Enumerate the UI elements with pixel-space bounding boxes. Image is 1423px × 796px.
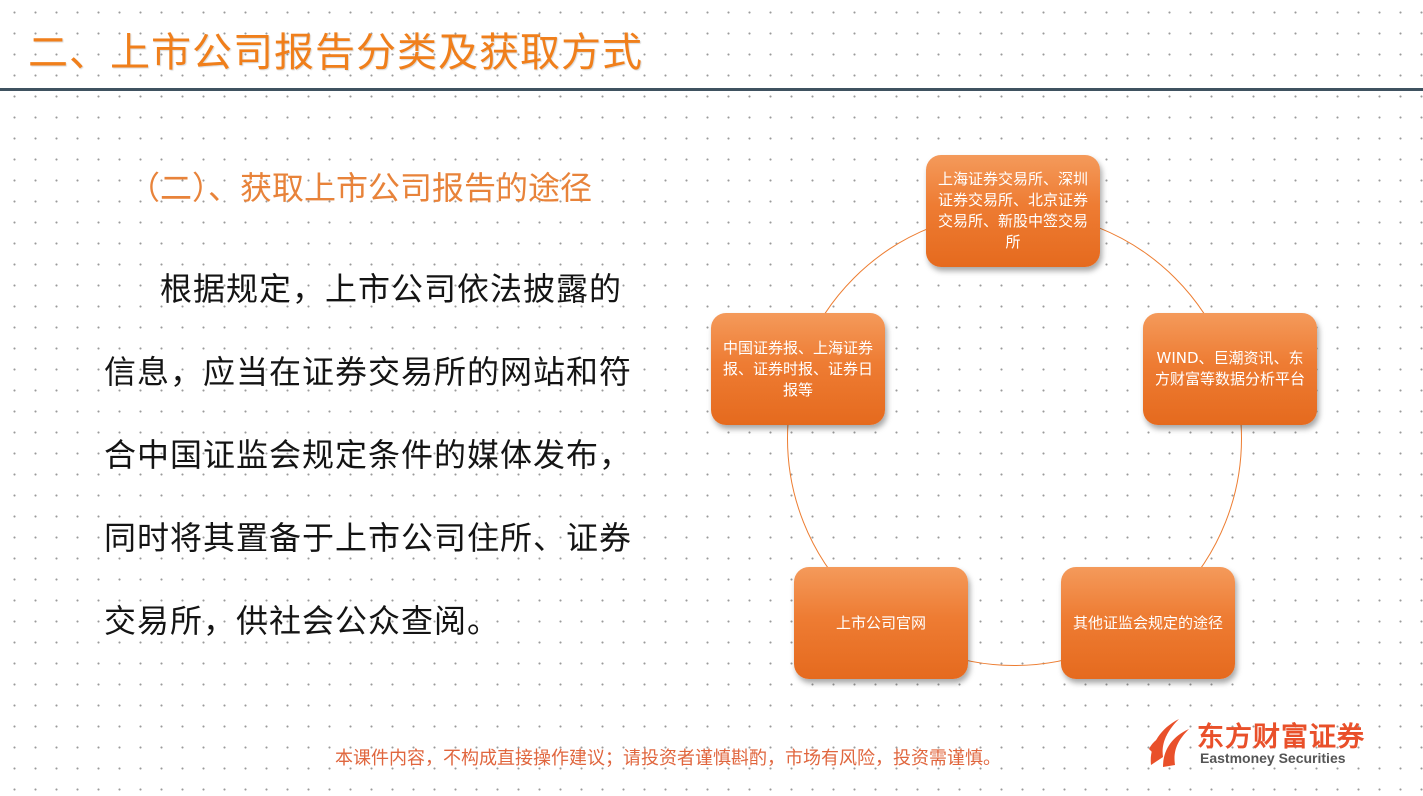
- cycle-node-newspapers: 中国证券报、上海证券报、证券时报、证券日报等: [711, 313, 885, 425]
- title-divider: [0, 88, 1423, 91]
- cycle-node-data-platforms: WIND、巨潮资讯、东方财富等数据分析平台: [1143, 313, 1317, 425]
- body-paragraph: 根据规定，上市公司依法披露的信息，应当在证券交易所的网站和符合中国证监会规定条件…: [104, 270, 633, 640]
- footer-disclaimer: 本课件内容，不构成直接操作建议；请投资者谨慎斟酌，市场有风险，投资需谨慎。: [335, 748, 1001, 769]
- slide-title: 二、上市公司报告分类及获取方式: [28, 30, 643, 76]
- logo-flame-icon: [1149, 719, 1189, 767]
- cycle-node-exchanges: 上海证券交易所、深圳证券交易所、北京证券交易所、新股中签交易所: [926, 155, 1100, 267]
- cycle-node-other-csrc-channels: 其他证监会规定的途径: [1061, 567, 1235, 679]
- logo-name-en: Eastmoney Securities: [1200, 750, 1346, 766]
- cycle-node-company-website: 上市公司官网: [794, 567, 968, 679]
- section-subtitle: （二）、获取上市公司报告的途径: [128, 169, 593, 207]
- company-logo: 东方财富证券 Eastmoney Securities: [1145, 711, 1395, 781]
- logo-name-cn: 东方财富证券: [1197, 722, 1365, 753]
